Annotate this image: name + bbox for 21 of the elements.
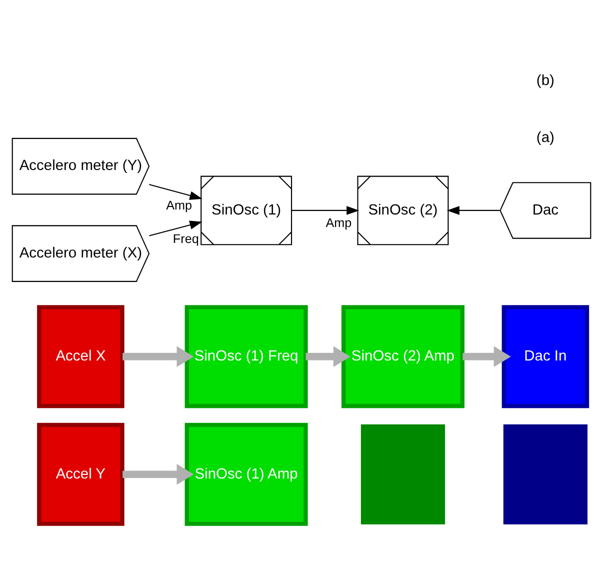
edge-label: Amp bbox=[326, 216, 352, 230]
arrow bbox=[446, 206, 500, 215]
node-box: Dac In bbox=[502, 305, 590, 408]
arrow bbox=[149, 184, 202, 200]
arrow bbox=[149, 220, 202, 236]
node-box: Accel X bbox=[37, 305, 124, 408]
label: (b) bbox=[536, 73, 554, 90]
node-box: Accel Y bbox=[37, 422, 124, 526]
arrow bbox=[122, 464, 194, 485]
arrow bbox=[122, 346, 194, 368]
edge-label: Amp bbox=[166, 198, 192, 213]
node-box: SinOsc (2) Amp bbox=[341, 305, 464, 408]
node-box bbox=[360, 424, 446, 524]
arrow bbox=[306, 346, 350, 368]
arrow bbox=[292, 206, 360, 215]
arrow bbox=[462, 346, 511, 368]
node-box bbox=[503, 424, 588, 524]
node-box: SinOsc (1) Freq bbox=[184, 305, 308, 408]
label: (a) bbox=[536, 130, 554, 146]
node-box: SinOsc (1) Amp bbox=[184, 422, 308, 526]
edge-label: Freq bbox=[172, 232, 199, 246]
